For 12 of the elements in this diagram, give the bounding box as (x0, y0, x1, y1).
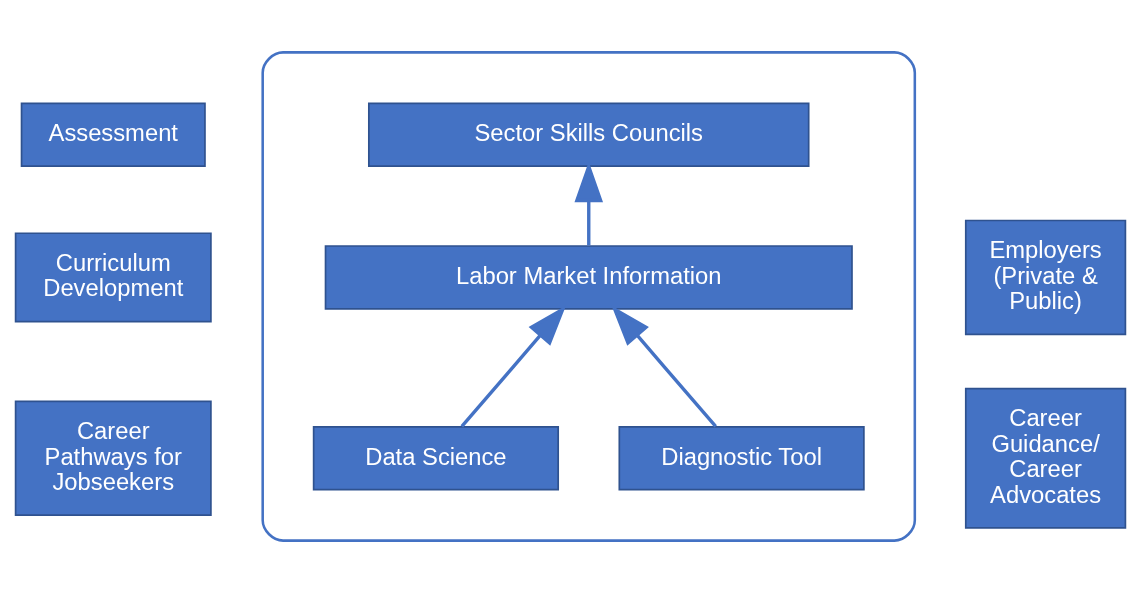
node-box: Labor Market Information (324, 245, 853, 310)
node-box: Assessment (20, 102, 206, 167)
node-box: Diagnostic Tool (618, 426, 865, 491)
node-box: Employers (Private & Public) (964, 219, 1127, 336)
cluster (261, 51, 917, 542)
node-box: Curriculum Development (14, 232, 212, 323)
node-box: Sector Skills Councils (367, 102, 810, 167)
arrow (611, 305, 717, 428)
node-box: Career Pathways for Jobseekers (14, 400, 212, 516)
node-box: Data Science (312, 426, 560, 491)
node-box: Career Guidance/ Career Advocates (964, 387, 1127, 529)
arrow (460, 305, 567, 428)
